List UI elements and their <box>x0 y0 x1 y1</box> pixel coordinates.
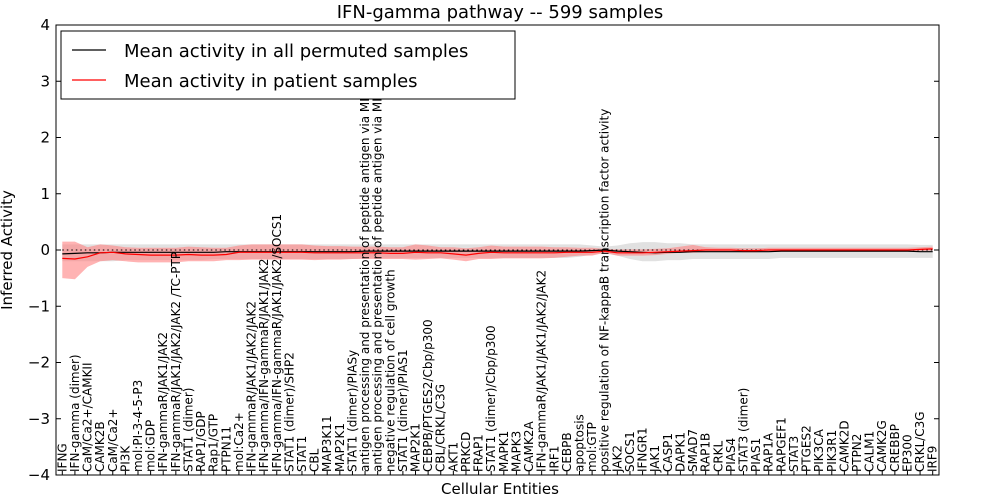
category-label: MAP2K1 <box>333 423 347 472</box>
category-label: JAK1 <box>648 445 662 473</box>
category-label: apoptosis <box>573 414 587 472</box>
category-label: CBL/CRKL/C3G <box>434 384 448 472</box>
category-label: CRKL/C3G <box>913 411 927 472</box>
category-label: STAT1 (dimer)/PIASy <box>345 350 359 472</box>
y-tick-label: −3 <box>28 410 50 428</box>
category-label: STAT1 (dimer) <box>181 388 195 472</box>
category-label: CREBBP <box>888 424 902 472</box>
category-label: DAPK1 <box>673 432 687 472</box>
category-label: EP300 <box>901 434 915 472</box>
category-label: IFN-gamma/IFN-gammaR/JAK1/JAK2 <box>257 259 271 472</box>
legend-label-patient: Mean activity in patient samples <box>124 71 418 92</box>
category-label: negative regulation of cell growth <box>383 269 397 472</box>
category-label: MAPK3 <box>509 431 523 472</box>
legend: Mean activity in all permuted samples Me… <box>60 30 516 100</box>
series-line-patient <box>62 248 933 260</box>
category-label: PIAS4 <box>724 438 738 472</box>
y-tick-label: 1 <box>40 185 50 203</box>
category-label: CBL <box>308 448 322 472</box>
category-label: CaM/Ca2+/CAMKII <box>81 362 95 471</box>
category-label: MAP2K1 <box>409 423 423 472</box>
category-label: STAT1 <box>295 436 309 472</box>
category-label: RAPGEF1 <box>774 417 788 472</box>
category-label: JAK2 <box>610 445 624 473</box>
category-label: IFN-gamma (dimer) <box>68 354 82 472</box>
category-label: RAP1B <box>699 433 713 472</box>
y-tick-label: 2 <box>40 129 50 147</box>
category-label: mol:GTP <box>585 422 599 472</box>
category-label: PTGES2 <box>800 425 814 472</box>
legend-box <box>60 30 516 100</box>
category-label: IFN-gammaR/JAK1/JAK1/JAK2/JAK2 <box>535 270 549 472</box>
category-label: PRKCD <box>459 432 473 472</box>
category-label: CASP1 <box>661 433 675 472</box>
x-axis <box>61 471 934 475</box>
category-label: PIK3R1 <box>825 430 839 472</box>
category-label: RAP1/GDP <box>194 411 208 472</box>
category-label: IFNGR1 <box>636 427 650 472</box>
y-tick-label: 4 <box>40 16 50 34</box>
category-label: SMAD7 <box>686 429 700 472</box>
chart-title: IFN-gamma pathway -- 599 samples <box>337 2 664 23</box>
category-label: STAT1 (dimer)/SHP2 <box>282 352 296 472</box>
category-label: STAT1 (dimer)/Cbp/p300 <box>484 325 498 472</box>
category-label: CaM/Ca2+ <box>106 408 120 472</box>
category-label: CALM1 <box>863 431 877 472</box>
category-label: STAT1 (dimer)/PIAS1 <box>396 349 410 472</box>
x-axis-label: Cellular Entities <box>441 480 559 498</box>
category-label: FRAP1 <box>472 434 486 472</box>
plot-area <box>62 241 933 280</box>
category-label: MAPK1 <box>497 431 511 472</box>
category-label: PI3K <box>118 445 132 472</box>
category-label: PIK3CA <box>812 428 826 472</box>
category-label: CAMK2D <box>837 420 851 472</box>
series-line-permuted <box>62 249 933 255</box>
category-label: CEBPB <box>560 432 574 472</box>
category-label: CAMK2A <box>522 421 536 472</box>
y-axis-label: Inferred Activity <box>0 190 16 310</box>
category-label: IFN-gammaR/JAK1/JAK2/JAK2 /TC-PTP <box>169 252 183 472</box>
y-tick-label: −2 <box>28 354 50 372</box>
category-label: PTPN11 <box>219 426 233 472</box>
category-label: CAMK2B <box>93 421 107 472</box>
y-tick-label: 3 <box>40 72 50 90</box>
category-label: CRKL <box>711 440 725 472</box>
y-axis: −4 −3 −2 −1 0 1 2 3 4 <box>28 16 939 484</box>
category-label: STAT3 <box>787 436 801 472</box>
category-label: AKT1 <box>446 442 460 472</box>
category-label: IFN-gammaR/JAK1/JAK2 <box>156 332 170 472</box>
category-label: positive regulation of NF-kappaB transcr… <box>598 109 612 472</box>
y-tick-label: −4 <box>28 466 50 484</box>
category-label: IFNG <box>55 443 69 472</box>
category-label: CEBPB/PTGES2/Cbp/p300 <box>421 319 435 472</box>
category-label: antigen processing and presentation of p… <box>358 43 372 472</box>
category-label: mol:GDP <box>144 420 158 472</box>
category-label: IRF1 <box>547 446 561 472</box>
legend-label-permuted: Mean activity in all permuted samples <box>124 41 468 62</box>
category-label: SOCS1 <box>623 431 637 472</box>
category-label: PIAS1 <box>749 438 763 472</box>
category-label: mol:PI-3-4-5-P3 <box>131 380 145 472</box>
y-tick-label: −1 <box>28 297 50 315</box>
category-label: Rap1/GTP <box>207 414 221 472</box>
category-label: IFN-gamma/IFN-gammaR/JAK1/JAK2/SOCS1 <box>270 214 284 472</box>
category-label: STAT3 (dimer) <box>737 388 751 472</box>
category-label: IRF9 <box>926 446 940 472</box>
category-label: PTPN2 <box>850 434 864 472</box>
category-label: antigen processing and presentation of p… <box>371 40 385 472</box>
confidence-band-patient <box>62 241 933 280</box>
category-label: CAMK2G <box>875 420 889 472</box>
category-label: IFN-gammaR/JAK1/JAK2/JAK2 <box>245 301 259 472</box>
category-label: RAP1A <box>762 432 776 472</box>
category-label: MAP3K11 <box>320 415 334 472</box>
y-tick-label: 0 <box>40 241 50 259</box>
category-label: mol:Ca2+ <box>232 412 246 472</box>
